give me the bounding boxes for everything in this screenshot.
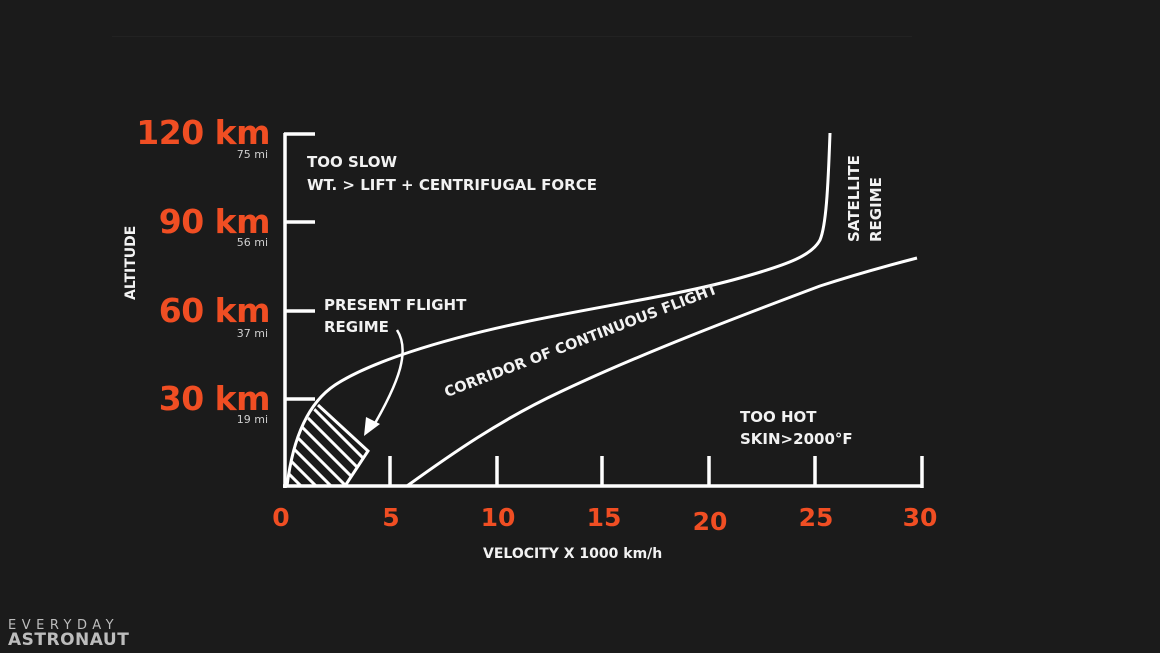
satellite-regime-label-2: REGIME (867, 177, 885, 242)
upper-boundary-curve (285, 132, 832, 487)
present-flight-label-1: PRESENT FLIGHT (324, 296, 467, 314)
y-tick-90: 90 km (158, 202, 271, 241)
y-tick-120: 120 km (136, 113, 270, 152)
x-tick-5: 5 (382, 503, 400, 532)
x-tick-0: 0 (272, 503, 290, 532)
too-hot-detail: SKIN>2000°F (740, 430, 853, 448)
y-tick-60: 60 km (158, 291, 271, 330)
x-tick-25: 25 (798, 503, 834, 532)
logo-line-1: EVERYDAY (8, 618, 120, 633)
arrow-head-icon (364, 417, 380, 436)
y-axis-title: ALTITUDE (123, 225, 139, 300)
top-divider (112, 36, 912, 37)
logo-line-2: ASTRONAUT (8, 630, 130, 650)
too-slow-detail: WT. > LIFT + CENTRIFUGAL FORCE (307, 176, 597, 194)
satellite-regime-label-1: SATELLITE (845, 155, 863, 242)
y-tick-30: 30 km (158, 379, 271, 418)
y-tick-90-mi: 56 mi (236, 236, 268, 249)
present-flight-regime-outline (316, 403, 370, 487)
y-tick-120-mi: 75 mi (236, 148, 268, 161)
present-regime-arrow (372, 329, 404, 426)
too-hot-label: TOO HOT (740, 408, 817, 426)
x-tick-10: 10 (480, 503, 516, 532)
x-axis-title: VELOCITY X 1000 km/h (483, 546, 663, 562)
y-axis (283, 132, 315, 488)
present-flight-label-2: REGIME (324, 318, 389, 336)
too-slow-label: TOO SLOW (307, 153, 398, 171)
everyday-astronaut-logo: EVERYDAY ASTRONAUT (8, 619, 129, 649)
y-tick-60-mi: 37 mi (236, 327, 268, 340)
y-tick-30-mi: 19 mi (236, 413, 268, 426)
x-tick-30: 30 (902, 503, 938, 532)
x-axis (283, 456, 924, 488)
present-flight-regime-area (287, 405, 368, 486)
x-tick-20: 20 (692, 507, 728, 536)
lower-boundary-curve (406, 256, 918, 488)
x-tick-15: 15 (586, 503, 622, 532)
